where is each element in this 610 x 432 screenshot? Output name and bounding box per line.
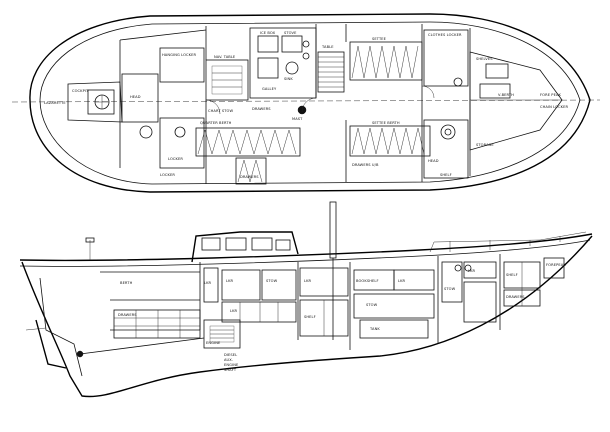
profile-label: LKR — [398, 279, 406, 283]
plan-label: LOCKER — [160, 173, 175, 177]
drawer-bank — [113, 309, 201, 339]
engine-note: ENGINE — [224, 363, 239, 367]
profile-label: TANK — [369, 327, 380, 331]
profile-label: ENGINE — [206, 341, 221, 345]
plan-label: CLOTHES LOCKER — [428, 33, 462, 37]
profile-label: STOW — [366, 303, 378, 307]
plan-label: COCKPIT — [72, 89, 89, 93]
mast-step — [329, 201, 337, 259]
plan-label: SETTEE — [372, 37, 387, 41]
nav-table — [205, 59, 249, 101]
sheer-line — [19, 233, 593, 262]
plan-label: TABLE — [321, 45, 334, 49]
profile-label: LKR — [230, 309, 238, 313]
plan-label: ICE BOX — [260, 31, 276, 35]
galley — [249, 27, 317, 99]
plan-label: SINK — [284, 77, 293, 81]
keel — [35, 319, 67, 369]
plan-label: SHELF — [440, 173, 452, 177]
plan-label: HEAD — [428, 159, 439, 163]
plan-label: LAZARETTE — [44, 101, 66, 105]
plan-label: NAV. TABLE — [214, 55, 236, 59]
plan-label: STOVE — [284, 31, 297, 35]
engine — [203, 319, 241, 349]
plan-label: DRAWERS U/B — [352, 163, 379, 167]
profile-label: STOW — [444, 287, 456, 291]
plan-label: DRAWERS — [252, 107, 271, 111]
profile-label: LKR — [226, 279, 234, 283]
plan-label: CHART STOW — [208, 109, 233, 113]
plan-label: HANGING LOCKER — [162, 53, 196, 57]
engine-note: AUX. — [224, 358, 233, 362]
profile-hull — [21, 235, 593, 398]
profile-label: SHELF — [304, 315, 316, 319]
propeller — [76, 350, 84, 358]
plan-label: CHAIN LOCKER — [540, 105, 568, 109]
head-toilet — [139, 125, 153, 139]
quarter-berth — [195, 127, 301, 157]
profile-label: FOREPEAK — [546, 263, 566, 267]
engine-note: DIESEL — [224, 353, 237, 357]
plan-label: STORAGE — [476, 143, 494, 147]
profile-label: BOOKSHELF — [356, 279, 379, 283]
plan-view: HEAD HANGING LOCKER LOCKER CHART STOW NA… — [11, 13, 601, 193]
engine-note: SHAFT — [224, 368, 237, 372]
plan-label: LOCKER — [168, 157, 183, 161]
profile-label: LKR — [204, 281, 212, 285]
plan-label: FORE PEAK — [540, 93, 562, 97]
doghouse — [191, 231, 299, 263]
profile-label: SHELF — [506, 273, 518, 277]
rudder — [39, 277, 83, 377]
profile-label: LKR — [304, 279, 312, 283]
profile-label: STOW — [266, 279, 278, 283]
plan-label: DRAWERS — [240, 175, 259, 179]
v-berth — [469, 51, 563, 151]
plan-label: GALLEY — [262, 87, 277, 91]
profile-view: BERTH LKR LKR STOW ENGINE DRAWERS LKR SH… — [19, 201, 593, 398]
profile-label: BERTH — [120, 281, 133, 285]
profile-label: DRAWERS — [506, 295, 525, 299]
plan-label: SHELVES — [476, 57, 493, 61]
plan-label: HEAD — [130, 95, 141, 99]
profile-label: LKR — [468, 269, 476, 273]
profile-label: DRAWERS — [118, 313, 137, 317]
plan-label: SETTEE BERTH — [372, 121, 400, 125]
settee-starboard — [349, 125, 431, 157]
plan-label: QUARTER BERTH — [200, 121, 232, 125]
plan-label: MAST — [292, 117, 303, 121]
prop-shaft — [79, 337, 205, 355]
plan-label: V-BERTH — [498, 93, 514, 97]
